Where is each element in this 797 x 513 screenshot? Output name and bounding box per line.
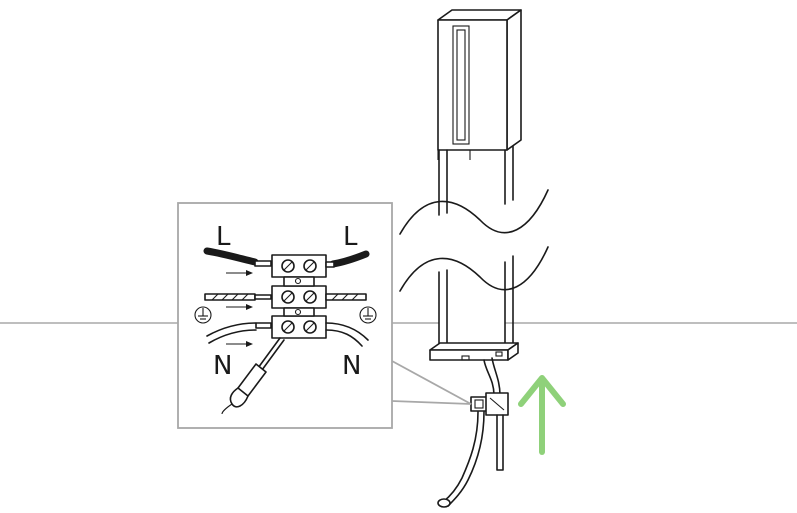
pole-lower (438, 255, 514, 346)
ground-left-icon (194, 306, 212, 324)
pole-base-plate (429, 342, 519, 361)
break-mark (399, 189, 549, 292)
terminal-block (271, 254, 327, 339)
up-arrow-icon (518, 375, 566, 455)
live-wires (203, 247, 370, 268)
label-live-right: L (343, 222, 358, 252)
insertion-arrows (226, 270, 253, 347)
label-live-left: L (216, 222, 231, 252)
earth-wires (204, 293, 367, 301)
label-neutral-left: N (213, 351, 232, 381)
label-neutral-right: N (342, 351, 361, 381)
lamp-head (437, 9, 522, 160)
neutral-wires (206, 322, 369, 347)
ground-right-icon (359, 306, 377, 324)
screwdriver-icon (221, 337, 285, 415)
pole-upper (438, 145, 514, 216)
supply-cable (437, 357, 509, 508)
